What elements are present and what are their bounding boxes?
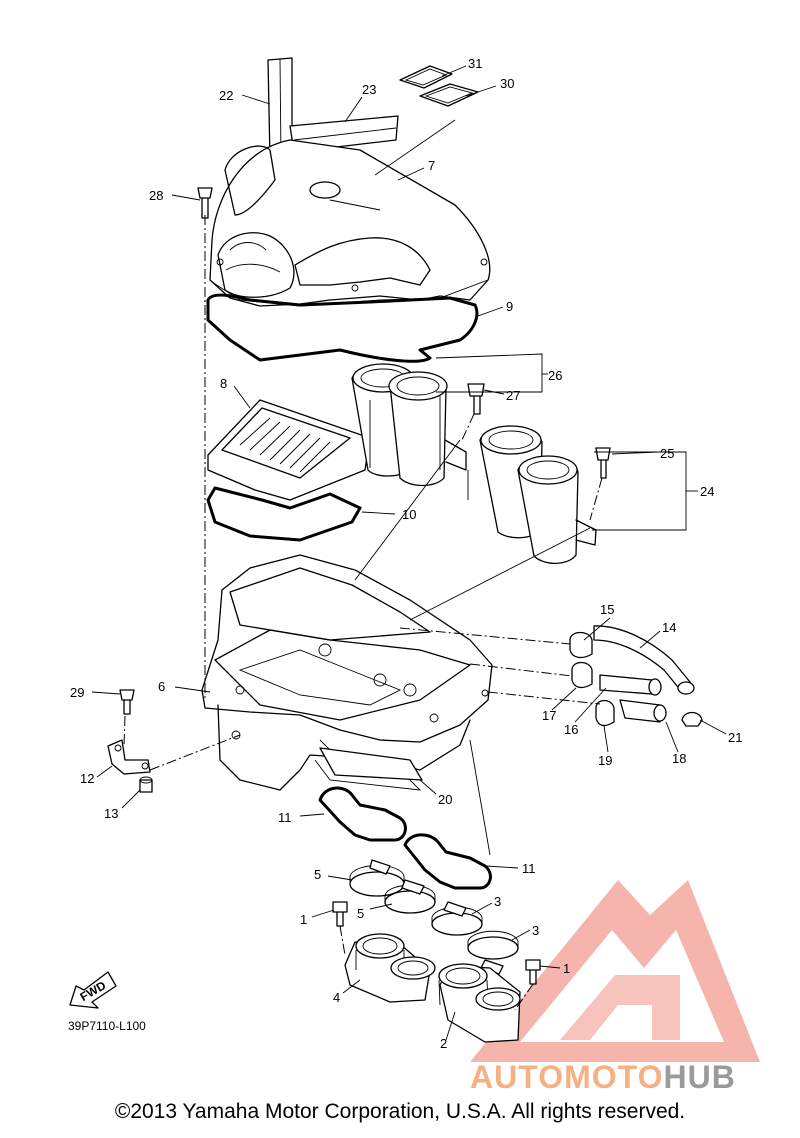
label-26: 26 (548, 368, 562, 383)
funnel-24 (479, 425, 597, 565)
screw-27 (467, 383, 485, 415)
label-21: 21 (728, 730, 742, 745)
label-10: 10 (402, 507, 416, 522)
leader-lines (91, 65, 727, 1041)
label-31: 31 (468, 56, 482, 71)
filter-31 (399, 65, 453, 89)
plug-21 (681, 711, 703, 727)
label-28: 28 (149, 188, 163, 203)
label-22: 22 (219, 88, 233, 103)
filter-element-8 (207, 399, 371, 501)
gasket-10 (206, 486, 362, 542)
gasket-9 (206, 293, 479, 363)
joint-4 (344, 933, 436, 1003)
screw-28 (197, 187, 213, 219)
label-6: 6 (158, 679, 165, 694)
label-29: 29 (70, 685, 84, 700)
clamp-5b (384, 879, 436, 914)
label-17: 17 (542, 708, 556, 723)
label-1a: 1 (300, 912, 307, 927)
gasket-11b (403, 833, 492, 890)
label-16: 16 (564, 722, 578, 737)
part-labels: 22 23 31 30 7 28 9 8 26 27 25 24 10 15 1… (70, 56, 742, 1051)
watermark-text-a: AUTOMOTO (470, 1059, 663, 1095)
clamp-5a (349, 859, 405, 897)
case-6 (201, 554, 493, 791)
label-19: 19 (598, 753, 612, 768)
clip-17 (571, 661, 593, 689)
fwd-arrow-icon: FWD (69, 971, 117, 1009)
watermark-text: AUTOMOTOHUB (470, 1059, 736, 1095)
label-5a: 5 (314, 867, 321, 882)
label-1b: 1 (563, 961, 570, 976)
hose-20 (319, 747, 423, 781)
label-7: 7 (428, 158, 435, 173)
label-9: 9 (506, 299, 513, 314)
nut-13 (139, 776, 153, 793)
gasket-11a (318, 786, 407, 842)
label-11a: 11 (278, 810, 292, 825)
label-11b: 11 (522, 861, 536, 876)
clip-19 (595, 699, 615, 727)
watermark-logo (470, 880, 760, 1062)
label-18: 18 (672, 751, 686, 766)
label-12: 12 (80, 771, 94, 786)
clamp-3a (431, 901, 483, 936)
label-3b: 3 (532, 923, 539, 938)
label-2: 2 (440, 1036, 447, 1051)
label-13: 13 (104, 806, 118, 821)
joint-2 (438, 963, 521, 1043)
hose-14 (593, 625, 695, 695)
label-20: 20 (438, 792, 452, 807)
label-24: 24 (700, 484, 714, 499)
label-23: 23 (362, 82, 376, 97)
label-14: 14 (662, 620, 676, 635)
label-30: 30 (500, 76, 514, 91)
watermark-text-b: HUB (663, 1059, 735, 1095)
label-27: 27 (506, 388, 520, 403)
bolt-1a (332, 901, 348, 927)
clip-15 (569, 631, 593, 659)
funnel-26 (351, 363, 467, 487)
copyright-notice: ©2013 Yamaha Motor Corporation, U.S.A. A… (114, 1100, 686, 1123)
screw-25 (595, 447, 611, 479)
guide-lines (123, 215, 603, 1011)
clamp-3b (467, 930, 519, 975)
label-15: 15 (600, 602, 614, 617)
label-5b: 5 (357, 906, 364, 921)
label-3a: 3 (494, 894, 501, 909)
label-4: 4 (333, 990, 340, 1005)
hose-16 (599, 674, 662, 696)
label-8: 8 (220, 376, 227, 391)
screw-29 (119, 689, 135, 715)
diagram-code: 39P7110-L100 (68, 1019, 146, 1033)
bracket-12 (107, 739, 151, 775)
hose-18 (619, 699, 667, 723)
case-cover-7 (209, 119, 491, 307)
label-25: 25 (660, 446, 674, 461)
